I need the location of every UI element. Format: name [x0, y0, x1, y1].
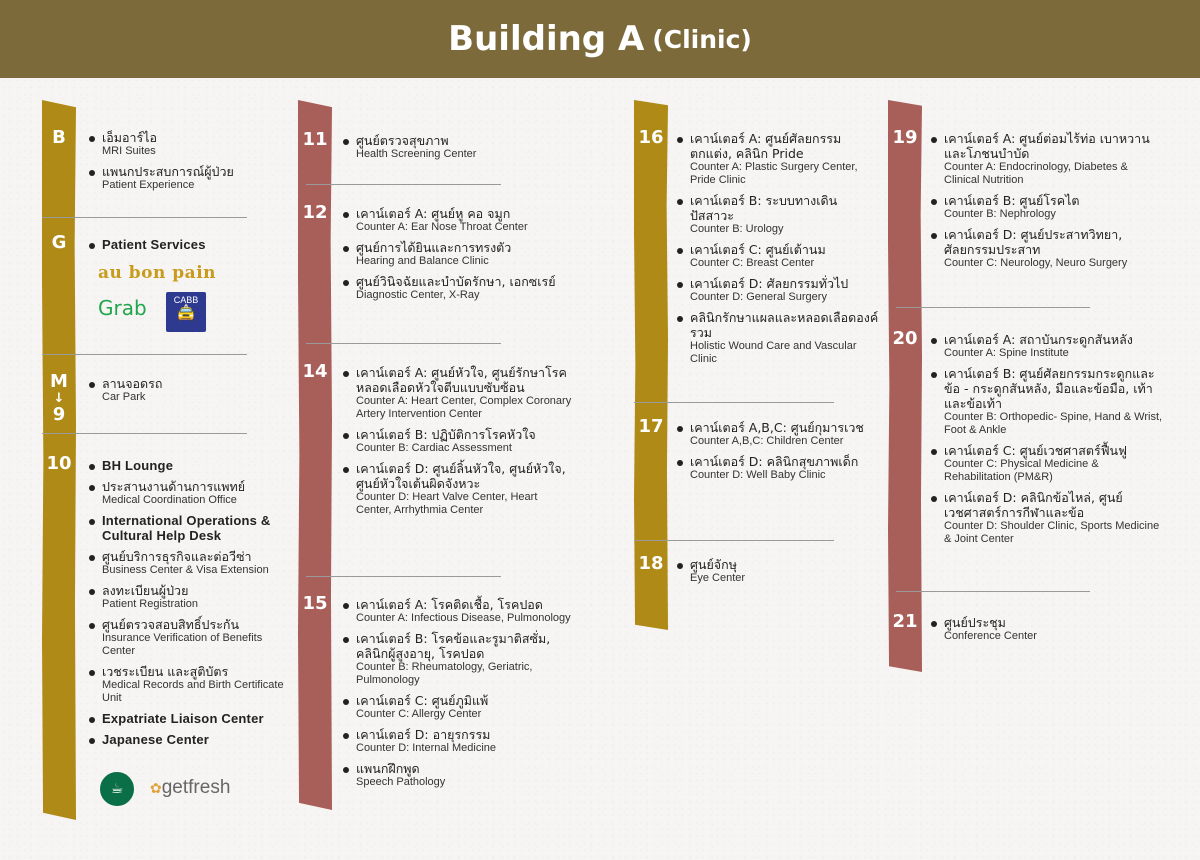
list-item: เคาน์เตอร์ A: โรคติดเชื้อ, โรคปอด Counte… [342, 597, 582, 625]
floor-bar-rose [888, 100, 922, 672]
floor-label-20: 20 [892, 328, 918, 349]
list-item: แพนกฝึกพูด Speech Pathology [342, 761, 582, 789]
divider [306, 343, 501, 344]
list-item: เคาน์เตอร์ A,B,C: ศูนย์กุมารเวช Counter … [676, 420, 881, 448]
list-item: เคาน์เตอร์ A: ศูนย์ต่อมไร้ท่อ เบาหวาน แล… [930, 131, 1160, 187]
floor-label-15: 15 [302, 593, 328, 614]
divider [634, 402, 834, 403]
list-item: เคาน์เตอร์ A: สถาบันกระดูกสันหลัง Counte… [930, 332, 1165, 360]
page-title: Building A [448, 19, 645, 59]
list-item: เอ็มอาร์ไอ MRI Suites [88, 130, 288, 158]
list-item: ศูนย์จักษุ Eye Center [676, 557, 881, 585]
list-item: เคาน์เตอร์ B: ศูนย์โรคไต Counter B: Neph… [930, 193, 1160, 221]
floor-bar-gold [634, 100, 668, 630]
list-item: ศูนย์ตรวจสุขภาพ Health Screening Center [342, 133, 592, 161]
list-item: เคาน์เตอร์ D: คลินิกข้อไหล่, ศูนย์เวชศาส… [930, 490, 1165, 546]
floor-m9-list: ลานจอดรถ Car Park [88, 376, 288, 410]
floor-label-10: 10 [46, 453, 72, 474]
list-item: ศูนย์ประชุม Conference Center [930, 615, 1160, 643]
starbucks-logo: ☕ [100, 772, 134, 806]
arrow-down-icon: ↓ [53, 391, 65, 406]
floor-label-12: 12 [302, 202, 328, 223]
floor-14-list: เคาน์เตอร์ A: ศูนย์หัวใจ, ศูนย์รักษาโรคห… [342, 365, 572, 523]
list-item: ลงทะเบียนผู้ป่วย Patient Registration [88, 583, 293, 611]
getfresh-logo: ✿getfresh [150, 777, 231, 798]
divider [42, 217, 247, 218]
list-item: เคาน์เตอร์ D: คลินิกสุขภาพเด็ก Counter D… [676, 454, 881, 482]
list-item: Japanese Center [88, 732, 293, 747]
divider [896, 307, 1090, 308]
list-item: ศูนย์ตรวจสอบสิทธิ์ประกัน Insurance Verif… [88, 617, 293, 658]
flower-icon: ✿ [150, 780, 162, 796]
list-item: คลินิกรักษาแผลและหลอดเลือดองค์รวม Holist… [676, 310, 881, 366]
list-item: ลานจอดรถ Car Park [88, 376, 288, 404]
floor-18-list: ศูนย์จักษุ Eye Center [676, 557, 881, 591]
list-item: เคาน์เตอร์ B: ระบบทางเดินปัสสาวะ Counter… [676, 193, 881, 236]
list-item: เคาน์เตอร์ A: ศูนย์หัวใจ, ศูนย์รักษาโรคห… [342, 365, 572, 421]
floor-20-list: เคาน์เตอร์ A: สถาบันกระดูกสันหลัง Counte… [930, 332, 1165, 552]
floor-label-14: 14 [302, 361, 328, 382]
floor-bar-gold [42, 100, 76, 820]
cabb-logo: CABB 🚖 [166, 292, 206, 332]
list-item: เวชระเบียน และสูติบัตร Medical Records a… [88, 664, 293, 705]
divider [306, 576, 501, 577]
floor-bar-rose [298, 100, 332, 810]
list-item: เคาน์เตอร์ B: โรคข้อและรูมาติสซั่ม, คลิน… [342, 631, 582, 687]
floor-10-list: BH Lounge ประสานงานด้านการแพทย์ Medical … [88, 458, 293, 753]
list-item: เคาน์เตอร์ C: ศูนย์เต้านม Counter C: Bre… [676, 242, 881, 270]
divider [42, 354, 247, 355]
floor-label-b: B [52, 127, 66, 148]
list-item: International Operations & Cultural Help… [88, 513, 293, 543]
page-subtitle: (Clinic) [652, 24, 752, 54]
list-item: BH Lounge [88, 458, 293, 473]
grab-logo: Grab [98, 296, 147, 320]
taxi-icon: 🚖 [176, 305, 196, 322]
floor-15-list: เคาน์เตอร์ A: โรคติดเชื้อ, โรคปอด Counte… [342, 597, 582, 795]
floor-label-19: 19 [892, 127, 918, 148]
floor-label-17: 17 [638, 416, 664, 437]
list-item: เคาน์เตอร์ D: ศูนย์ลิ้นหัวใจ, ศูนย์หัวใจ… [342, 461, 572, 517]
floor-19-list: เคาน์เตอร์ A: ศูนย์ต่อมไร้ท่อ เบาหวาน แล… [930, 131, 1160, 276]
divider [42, 433, 247, 434]
aubonpain-logo: au bon pain [98, 263, 217, 283]
floor-label-21: 21 [892, 611, 918, 632]
floor-21-list: ศูนย์ประชุม Conference Center [930, 615, 1160, 649]
floor-12-list: เคาน์เตอร์ A: ศูนย์หู คอ จมูก Counter A:… [342, 206, 587, 308]
divider [634, 540, 834, 541]
floor-11-list: ศูนย์ตรวจสุขภาพ Health Screening Center [342, 133, 592, 167]
column-2: 11 ศูนย์ตรวจสุขภาพ Health Screening Cent… [298, 100, 598, 810]
list-item: ศูนย์บริการธุรกิจและต่อวีซ่า Business Ce… [88, 549, 293, 577]
column-4: 19 เคาน์เตอร์ A: ศูนย์ต่อมไร้ท่อ เบาหวาน… [888, 100, 1188, 672]
list-item: ศูนย์วินิจฉัยและบำบัดรักษา, เอกซเรย์ Dia… [342, 274, 587, 302]
floor-label-11: 11 [302, 129, 328, 150]
page-header: Building A (Clinic) [0, 0, 1200, 78]
list-item: เคาน์เตอร์ A: ศูนย์ศัลยกรรมตกแต่ง, คลินิ… [676, 131, 881, 187]
list-item: เคาน์เตอร์ D: ศูนย์ประสาทวิทยา, ศัลยกรรม… [930, 227, 1160, 270]
list-item: เคาน์เตอร์ C: ศูนย์เวชศาสตร์ฟื้นฟู Count… [930, 443, 1165, 484]
list-item: Patient Services [88, 237, 288, 252]
list-item: เคาน์เตอร์ D: อายุรกรรม Counter D: Inter… [342, 727, 582, 755]
column-1: B เอ็มอาร์ไอ MRI Suites แพนกประสบการณ์ผู… [42, 100, 292, 820]
list-item: ศูนย์การได้ยินและการทรงตัว Hearing and B… [342, 240, 587, 268]
floor-label-m9: M ↓ 9 [42, 372, 76, 425]
floor-label-16: 16 [638, 127, 664, 148]
list-item: เคาน์เตอร์ B: ศูนย์ศัลยกรรมกระดูกและข้อ … [930, 366, 1165, 437]
divider [306, 184, 501, 185]
list-item: Expatriate Liaison Center [88, 711, 293, 726]
list-item: เคาน์เตอร์ D: ศัลยกรรมทั่วไป Counter D: … [676, 276, 881, 304]
floor-label-18: 18 [638, 553, 664, 574]
list-item: แพนกประสบการณ์ผู้ป่วย Patient Experience [88, 164, 288, 192]
divider [896, 591, 1090, 592]
floor-17-list: เคาน์เตอร์ A,B,C: ศูนย์กุมารเวช Counter … [676, 420, 881, 488]
list-item: เคาน์เตอร์ B: ปฏิบัติการโรคหัวใจ Counter… [342, 427, 572, 455]
floor-16-list: เคาน์เตอร์ A: ศูนย์ศัลยกรรมตกแต่ง, คลินิ… [676, 131, 881, 372]
column-3: 16 เคาน์เตอร์ A: ศูนย์ศัลยกรรมตกแต่ง, คล… [634, 100, 884, 630]
list-item: ประสานงานด้านการแพทย์ Medical Coordinati… [88, 479, 293, 507]
floor-b-list: เอ็มอาร์ไอ MRI Suites แพนกประสบการณ์ผู้ป… [88, 130, 288, 198]
list-item: เคาน์เตอร์ A: ศูนย์หู คอ จมูก Counter A:… [342, 206, 587, 234]
floor-label-g: G [51, 232, 67, 253]
list-item: เคาน์เตอร์ C: ศูนย์ภูมิแพ้ Counter C: Al… [342, 693, 582, 721]
floor-g-list: Patient Services [88, 237, 288, 258]
